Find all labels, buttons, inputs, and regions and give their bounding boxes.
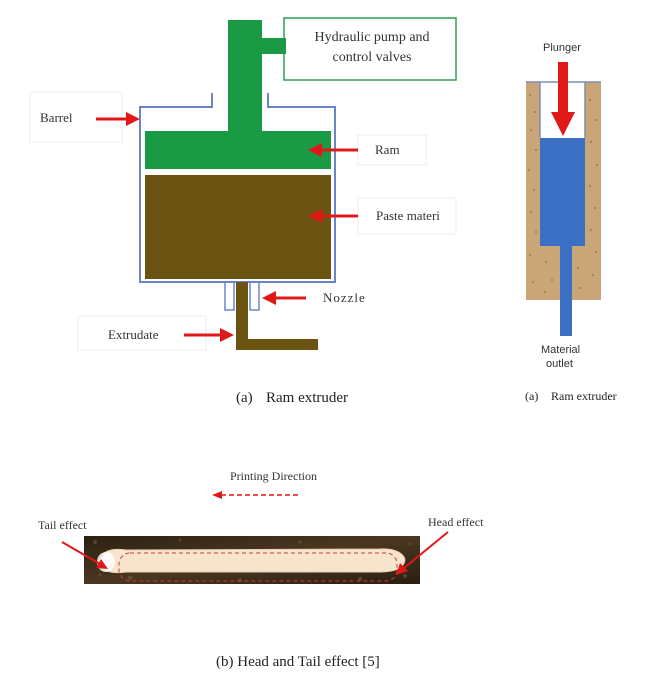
head-tail-caption: (b) Head and Tail effect [5] xyxy=(216,654,380,670)
die-body-left xyxy=(526,82,540,300)
ram-label: Ram xyxy=(375,142,400,157)
extrudate-vertical xyxy=(236,282,248,350)
plunger-label: Plunger xyxy=(543,42,581,54)
sand-texture xyxy=(528,94,598,293)
ram-shaft xyxy=(228,20,262,132)
pump-box xyxy=(283,17,457,81)
nozzle-arrow xyxy=(262,291,306,305)
extrudate-arrow xyxy=(184,328,234,342)
plunger-arrow xyxy=(551,62,575,136)
nozzle-wall-left xyxy=(224,281,235,311)
material-outlet-label-2: outlet xyxy=(546,358,573,370)
bead-dashed-outline xyxy=(118,552,398,582)
material-chamber xyxy=(540,138,585,246)
extrudate-label: Extrudate xyxy=(108,327,159,342)
die-body-right xyxy=(585,82,601,300)
barrel-label: Barrel xyxy=(40,110,73,125)
plunger-caption-letter: (a) xyxy=(525,389,539,403)
extruded-bead xyxy=(99,548,406,574)
nozzle-wall-right xyxy=(249,281,260,311)
pump-connector xyxy=(262,38,286,54)
ram-extruder-caption: Ram extruder xyxy=(266,390,349,406)
extrudate-label-box xyxy=(77,315,207,351)
extrudate-horizontal xyxy=(236,339,318,350)
barrel-arrow xyxy=(96,112,140,126)
ram-head xyxy=(145,131,331,169)
ram-arrow xyxy=(308,143,358,157)
head-tail-photo-area xyxy=(61,491,449,584)
plunger-caption: Ram extruder xyxy=(551,389,617,403)
tail-effect-label: Tail effect xyxy=(38,518,87,532)
ram-label-box xyxy=(357,134,427,166)
printing-direction-label: Printing Direction xyxy=(230,469,317,483)
material-outlet-label-1: Material xyxy=(541,344,581,356)
printing-direction-arrow xyxy=(212,491,298,499)
paste-label: Paste materi xyxy=(376,208,440,223)
head-effect-arrow xyxy=(396,531,449,575)
plunger-diagram xyxy=(526,62,601,336)
head-effect-label: Head effect xyxy=(428,515,484,529)
paste-arrow xyxy=(308,209,358,223)
paste-label-box xyxy=(357,197,457,235)
barrel-label-box xyxy=(29,91,123,143)
pump-label: Hydraulic pump and control valves xyxy=(314,30,430,65)
paste-material xyxy=(145,175,331,279)
ram-extruder-caption-letter: (a) xyxy=(236,390,253,406)
die-body-bottom-right xyxy=(572,246,585,300)
tail-effect-arrow xyxy=(61,541,108,569)
nozzle-label: Nozzle xyxy=(323,290,366,305)
ram-extruder-diagram xyxy=(29,17,601,351)
outlet-tube xyxy=(560,246,572,336)
die-body-bottom-left xyxy=(540,246,560,300)
photo-texture xyxy=(93,538,412,582)
